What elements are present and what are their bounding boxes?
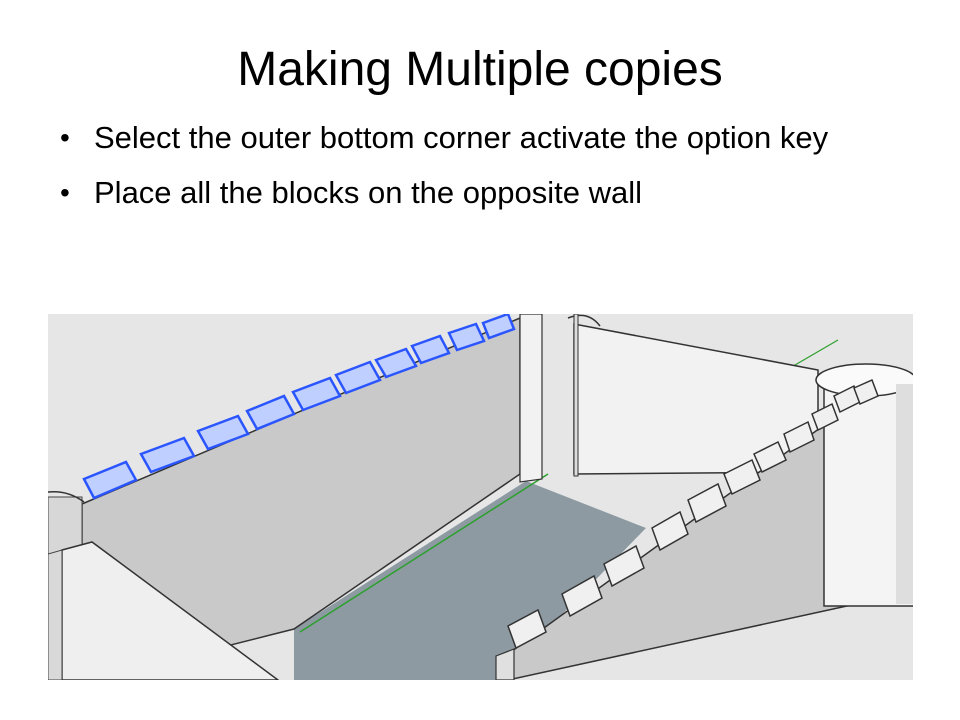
left-pillar	[519, 314, 543, 483]
selected-block	[410, 334, 451, 365]
block	[507, 608, 547, 650]
left-tower-rim	[48, 490, 85, 503]
bullet-dot-icon: •	[60, 122, 70, 153]
block	[783, 420, 815, 454]
bullet-text: Select the outer bottom corner activate …	[94, 120, 829, 155]
selected-block	[374, 347, 418, 379]
selected-block	[82, 460, 138, 500]
selected-block	[196, 414, 250, 451]
block	[853, 378, 879, 406]
selected-block	[447, 322, 486, 352]
bullet-item: • Select the outer bottom corner activat…	[56, 118, 916, 158]
bullet-list: • Select the outer bottom corner activat…	[56, 118, 916, 228]
floor	[294, 481, 646, 680]
right-pillar	[573, 314, 579, 477]
front-wall-side	[48, 549, 63, 680]
selected-blocks	[82, 314, 516, 500]
sketchup-model-screenshot	[48, 314, 913, 680]
block	[603, 544, 645, 588]
block	[651, 510, 689, 552]
block	[811, 402, 839, 432]
right-wall-end	[495, 648, 515, 680]
bullet-item: • Place all the blocks on the opposite w…	[56, 173, 916, 213]
3d-wall-model	[48, 314, 913, 680]
right-tower-shade	[896, 384, 913, 604]
selected-block	[139, 436, 196, 474]
bullet-text: Place all the blocks on the opposite wal…	[94, 175, 642, 210]
selected-block	[291, 376, 342, 412]
pillar-top-arc	[567, 314, 601, 327]
green-axis-line	[299, 473, 549, 633]
block	[723, 458, 761, 496]
block	[753, 440, 787, 474]
slide-title: Making Multiple copies	[237, 43, 723, 96]
copied-blocks	[507, 378, 879, 650]
selected-block	[481, 314, 516, 340]
selected-block	[245, 394, 296, 431]
block	[687, 482, 727, 524]
selected-block	[334, 360, 382, 395]
block	[561, 574, 603, 618]
bullet-dot-icon: •	[60, 177, 70, 208]
